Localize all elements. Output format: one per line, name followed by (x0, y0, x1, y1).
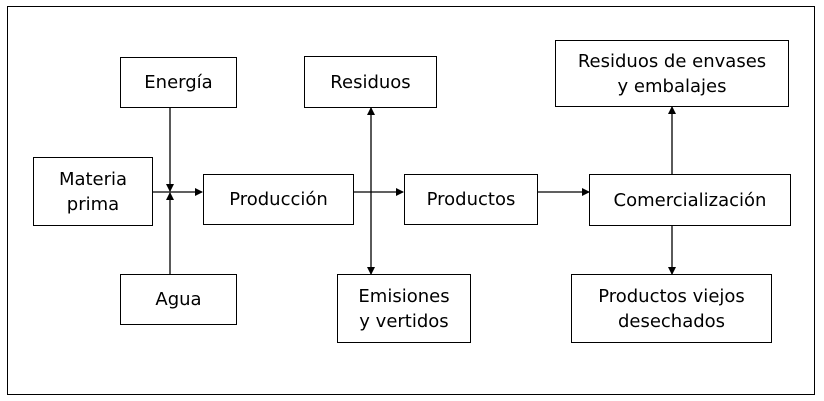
node-productos-viejos: Productos viejos desechados (571, 274, 772, 343)
node-residuos: Residuos (304, 56, 437, 108)
node-materia-prima: Materia prima (33, 157, 153, 226)
node-residuos-envases-line2: y embalajes (617, 75, 727, 97)
node-produccion: Producción (203, 174, 354, 225)
node-emisiones-line2: y vertidos (359, 310, 449, 332)
node-productos-label: Productos (426, 189, 516, 210)
node-materia-prima-line1: Materia (58, 168, 128, 190)
node-productos: Productos (404, 174, 538, 225)
node-productos-viejos-line1: Productos viejos (598, 285, 745, 307)
node-residuos-envases-line1: Residuos de envases (577, 50, 767, 72)
node-residuos-label: Residuos (330, 71, 411, 93)
node-produccion-label: Producción (229, 189, 328, 210)
node-energia-label: Energía (144, 72, 213, 93)
node-emisiones-line1: Emisiones (358, 285, 450, 307)
node-agua: Agua (120, 274, 237, 325)
node-comercializacion: Comercialización (589, 174, 791, 226)
node-productos-viejos-line2: desechados (617, 310, 726, 332)
node-energia: Energía (120, 57, 237, 108)
node-agua-label: Agua (155, 289, 202, 310)
node-emisiones: Emisiones y vertidos (337, 274, 471, 343)
node-materia-prima-line2: prima (66, 193, 120, 215)
node-comercializacion-label: Comercialización (613, 189, 767, 211)
node-residuos-envases: Residuos de envases y embalajes (555, 40, 789, 107)
